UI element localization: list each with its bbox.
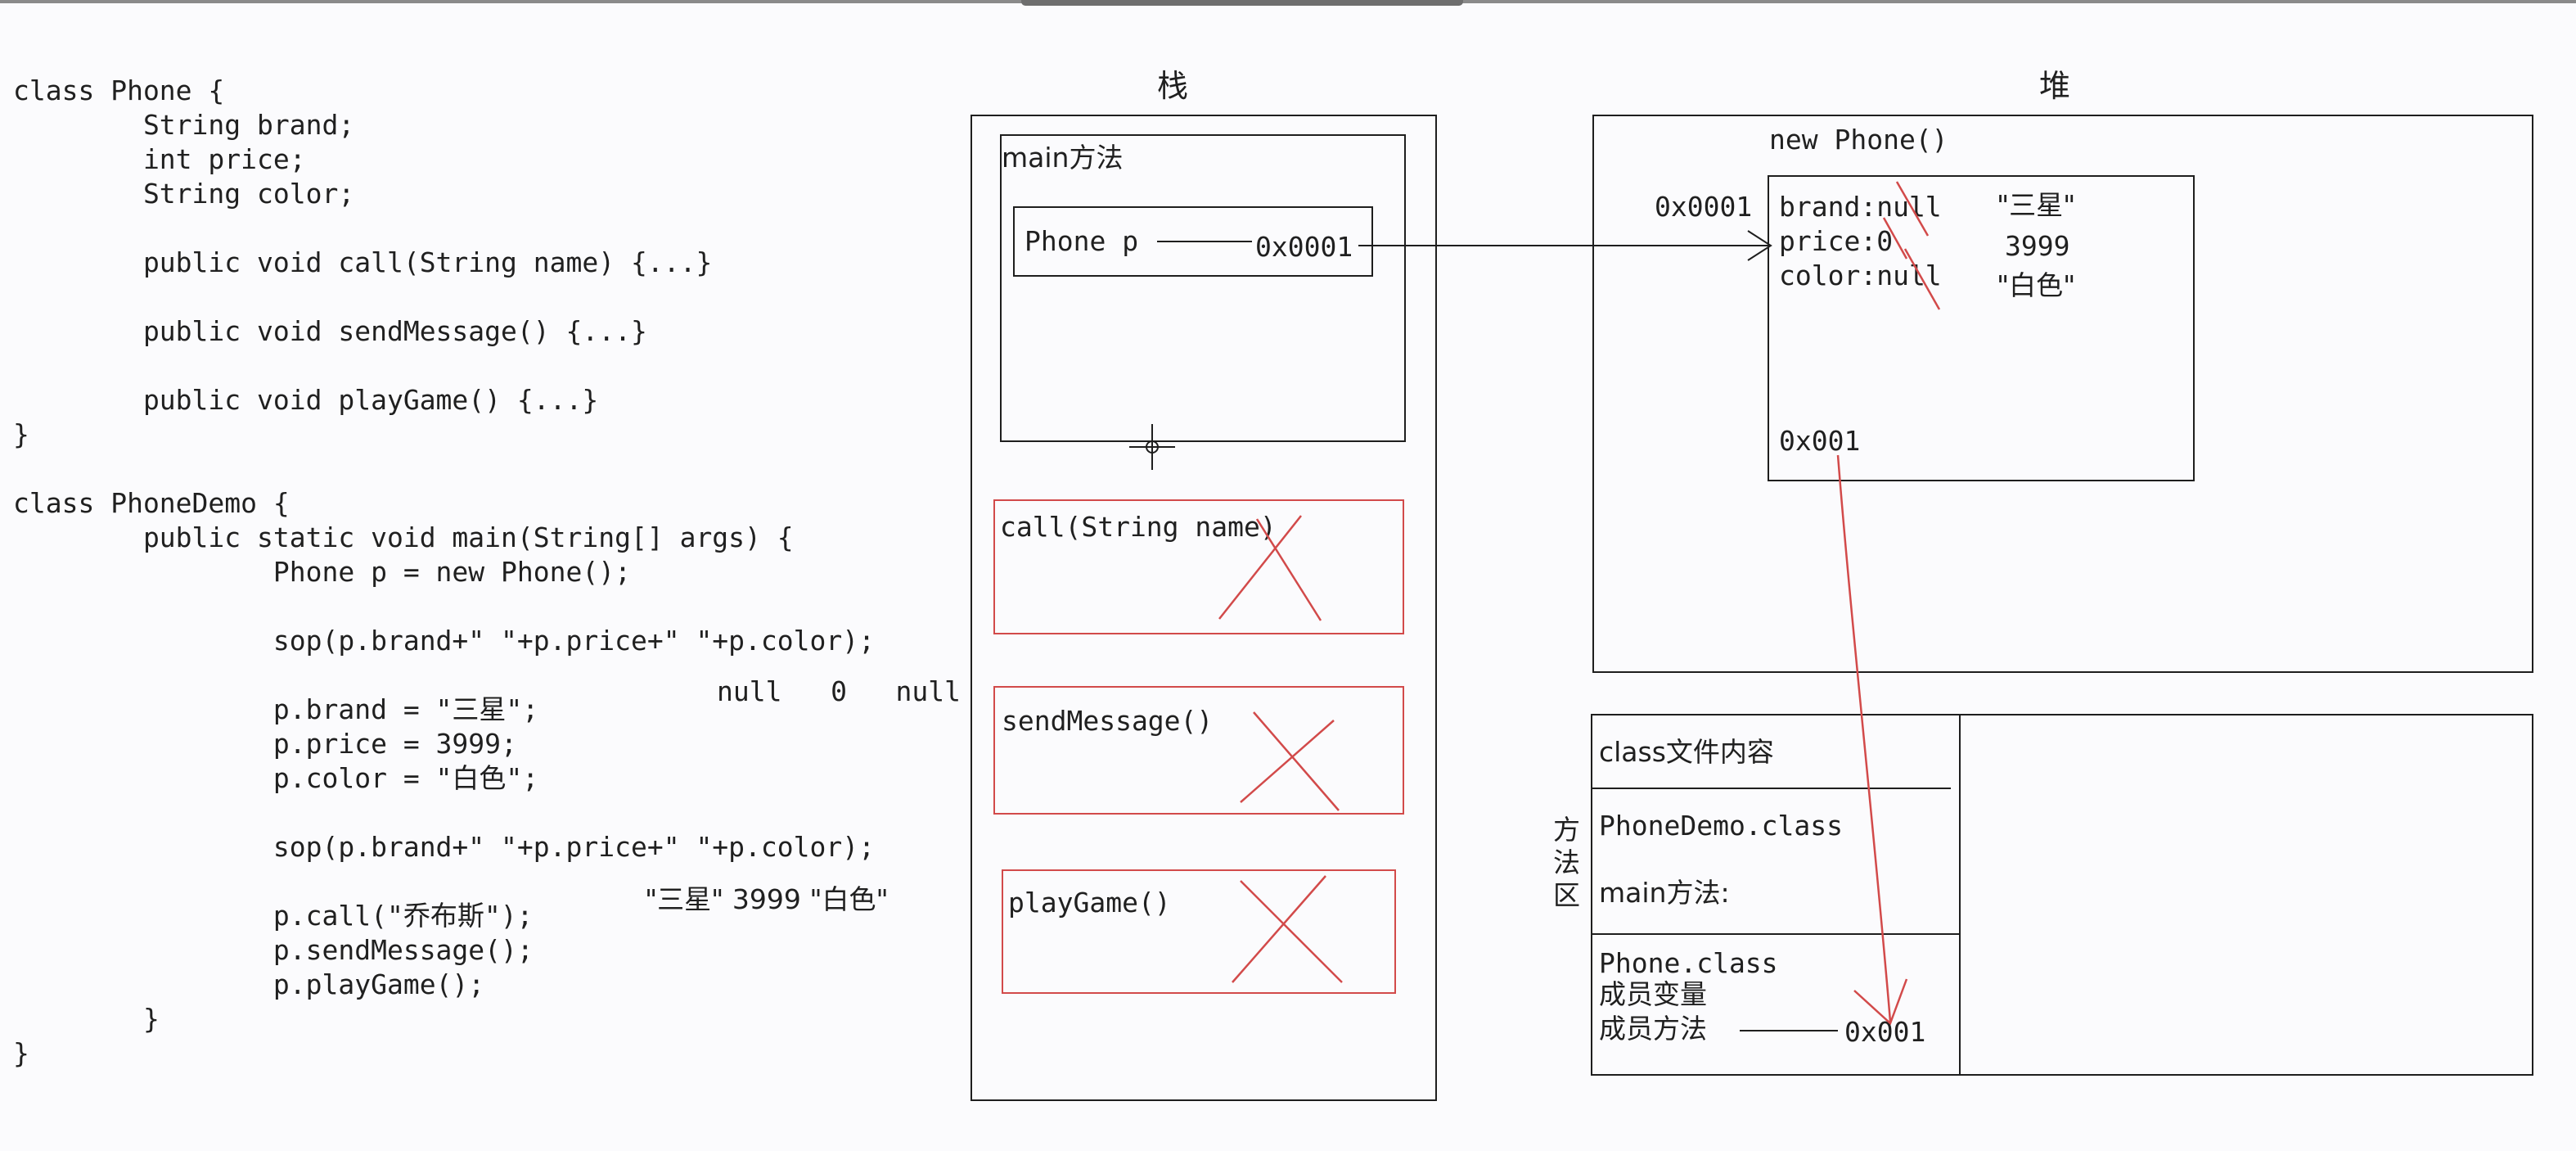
field-price: price:0 — [1779, 225, 1894, 257]
method-reference-address: 0x001 — [1779, 425, 1861, 457]
code-line: Phone p = new Phone(); — [13, 556, 631, 588]
code-line: sop(p.brand+" "+p.price+" "+p.color); — [13, 625, 875, 657]
cross-mark-call — [1218, 515, 1322, 621]
code-line: p.call("乔布斯"); — [13, 900, 534, 932]
heap-title: 堆 — [2039, 68, 2071, 104]
heap-object-label: new Phone() — [1769, 124, 1948, 156]
reference-arrow — [1358, 230, 1772, 261]
sendmessage-stack-frame — [993, 686, 1404, 815]
field-brand: brand:null — [1779, 191, 1942, 223]
crosshair-cursor-icon — [1129, 424, 1175, 470]
code-line: p.playGame(); — [13, 968, 485, 1000]
code-line: public void call(String name) {...} — [13, 246, 713, 278]
phone-class-label: Phone.class — [1599, 947, 1778, 979]
member-variables-label: 成员变量 — [1599, 978, 1707, 1010]
stack-area — [971, 115, 1437, 1101]
cross-mark-sendmessage — [1240, 711, 1340, 811]
brand-new-value: "三星" — [1997, 189, 2076, 221]
code-line: class PhoneDemo { — [13, 487, 290, 519]
call-frame-label: call(String name) — [1000, 511, 1277, 543]
local-variable-value: 0x0001 — [1255, 231, 1353, 263]
playgame-frame-label: playGame() — [1008, 887, 1171, 919]
code-line: public void sendMessage() {...} — [13, 315, 647, 347]
overwrite-strike-marks — [1882, 181, 1941, 310]
class-content-panel — [1591, 714, 1961, 1076]
java-source-code: class Phone { String brand; int price; S… — [13, 74, 875, 1071]
code-line: p.brand = "三星"; — [13, 693, 539, 725]
code-line: int price; — [13, 143, 306, 175]
price-new-value: 3999 — [2005, 230, 2070, 262]
local-variable-p — [1013, 206, 1373, 277]
code-line: } — [13, 1037, 29, 1069]
code-line: String brand; — [13, 109, 355, 141]
stack-title: 栈 — [1157, 68, 1189, 104]
method-area-title: 方法区 — [1553, 814, 1580, 911]
heap-object-address: 0x0001 — [1655, 191, 1753, 223]
code-line: p.color = "白色"; — [13, 762, 539, 794]
member-methods-connector — [1740, 1030, 1838, 1031]
output-initial-values: null 0 null — [717, 675, 961, 707]
class-file-content-label: class文件内容 — [1599, 736, 1774, 768]
local-variable-label: Phone p — [1025, 225, 1139, 257]
code-line: class Phone { — [13, 74, 225, 106]
code-line: p.price = 3999; — [13, 728, 517, 760]
method-area-divider — [1591, 788, 1951, 789]
method-area-divider — [1591, 933, 1961, 935]
code-line: sop(p.brand+" "+p.price+" "+p.color); — [13, 831, 875, 863]
code-line: public void playGame() {...} — [13, 384, 599, 416]
call-stack-frame — [993, 499, 1404, 634]
cross-mark-playgame — [1232, 875, 1343, 983]
color-new-value: "白色" — [1997, 269, 2076, 301]
method-reference-arrow — [1836, 454, 1908, 1026]
playgame-stack-frame — [1002, 869, 1396, 994]
phonedemo-class-label: PhoneDemo.class — [1599, 810, 1844, 842]
main-frame-label: main方法 — [1002, 142, 1124, 174]
phone-object — [1768, 175, 2195, 481]
output-assigned-values: "三星" 3999 "白色" — [645, 883, 889, 915]
code-line: } — [13, 418, 29, 450]
code-line: public static void main(String[] args) { — [13, 521, 794, 553]
main-stack-frame — [1000, 134, 1406, 442]
heap-area — [1592, 115, 2533, 673]
code-line: p.sendMessage(); — [13, 934, 534, 966]
sendmessage-frame-label: sendMessage() — [1002, 705, 1214, 737]
variable-connector — [1157, 241, 1252, 242]
window-title-tab — [1021, 0, 1463, 6]
method-area-address: 0x001 — [1844, 1016, 1926, 1048]
main-method-label: main方法: — [1599, 877, 1730, 909]
code-line: String color; — [13, 178, 355, 210]
member-methods-label: 成员方法 — [1599, 1013, 1707, 1045]
code-line: } — [13, 1003, 160, 1035]
